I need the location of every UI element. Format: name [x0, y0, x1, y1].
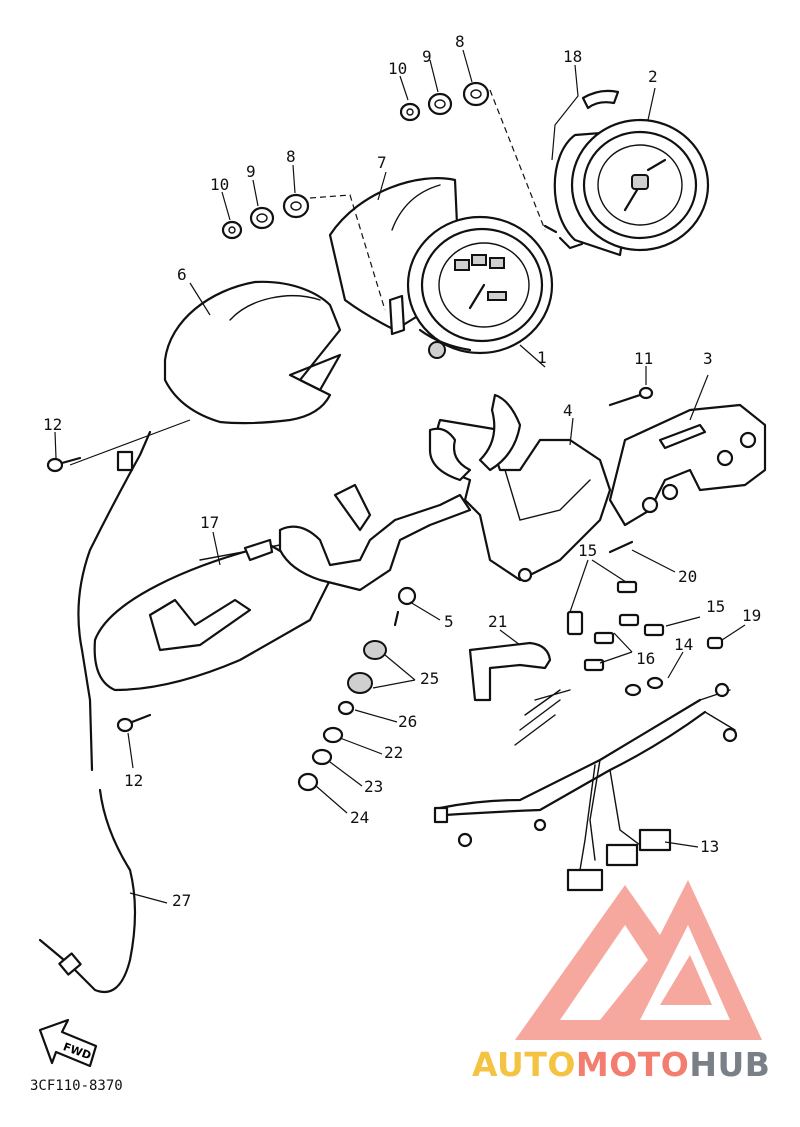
callout-8b: 8 — [286, 147, 296, 166]
assembly-line-lower — [309, 194, 386, 311]
callout-8a: 8 — [455, 32, 465, 51]
callout-27: 27 — [172, 891, 191, 910]
rubber-parts — [297, 640, 387, 792]
part-12-screws — [46, 456, 152, 733]
callout-15b: 15 — [706, 597, 725, 616]
callout-3: 3 — [703, 349, 713, 368]
part-11-bolt — [608, 386, 654, 407]
part-1-speedometer — [388, 215, 554, 359]
callout-9a: 9 — [422, 47, 432, 66]
callout-20: 20 — [678, 567, 697, 586]
part-3-bracket — [608, 403, 767, 527]
assembly-line-upper — [489, 89, 546, 231]
callout-18: 18 — [563, 47, 582, 66]
callout-9b: 9 — [246, 162, 256, 181]
callout-10a: 10 — [388, 59, 407, 78]
part-21-bracket — [468, 641, 552, 702]
callout-10b: 10 — [210, 175, 229, 194]
callout-22: 22 — [384, 743, 403, 762]
watermark-brand: AUTOMOTOHUB — [472, 1045, 770, 1084]
callout-15a: 15 — [578, 541, 597, 560]
figure-code: 3CF110-8370 — [30, 1078, 123, 1094]
part-2-tachometer — [543, 118, 710, 257]
callout-13: 13 — [700, 837, 719, 856]
callout-14: 14 — [674, 635, 693, 654]
part-18-lens — [581, 89, 620, 110]
watermark-moto: MOTO — [575, 1045, 690, 1084]
bulb-sockets — [566, 580, 724, 672]
callout-12a: 12 — [43, 415, 62, 434]
fwd-arrow-icon: FWD — [38, 1018, 98, 1068]
callout-11: 11 — [634, 349, 653, 368]
callout-2: 2 — [648, 67, 658, 86]
part-13-harness — [433, 676, 738, 892]
part-6-cover — [163, 280, 342, 425]
callout-16: 16 — [636, 649, 655, 668]
watermark-hub: HUB — [689, 1045, 771, 1084]
part-27-cable — [38, 430, 152, 993]
watermark-logo — [515, 880, 762, 1040]
leader-lines — [54, 49, 746, 904]
stay-crossbar — [278, 483, 472, 627]
callout-25: 25 — [420, 669, 439, 688]
callout-5: 5 — [444, 612, 454, 631]
callout-labels: 1 2 3 4 5 6 7 8 8 9 9 10 10 11 12 12 13 … — [43, 32, 761, 910]
callout-24: 24 — [350, 808, 369, 827]
callout-19: 19 — [742, 606, 761, 625]
callout-1: 1 — [537, 348, 547, 367]
callout-23: 23 — [364, 777, 383, 796]
callout-26: 26 — [398, 712, 417, 731]
fastener-set-upper — [399, 81, 490, 122]
callout-12b: 12 — [124, 771, 143, 790]
part-4-stay — [428, 393, 612, 583]
callout-7: 7 — [377, 153, 387, 172]
part-17-cover — [93, 538, 332, 692]
callout-6: 6 — [177, 265, 187, 284]
callout-17: 17 — [200, 513, 219, 532]
callout-4: 4 — [563, 401, 573, 420]
fastener-set-lower — [221, 193, 310, 240]
part-20-screw — [608, 540, 634, 554]
watermark-auto: AUTO — [472, 1045, 576, 1084]
callout-21: 21 — [488, 612, 507, 631]
